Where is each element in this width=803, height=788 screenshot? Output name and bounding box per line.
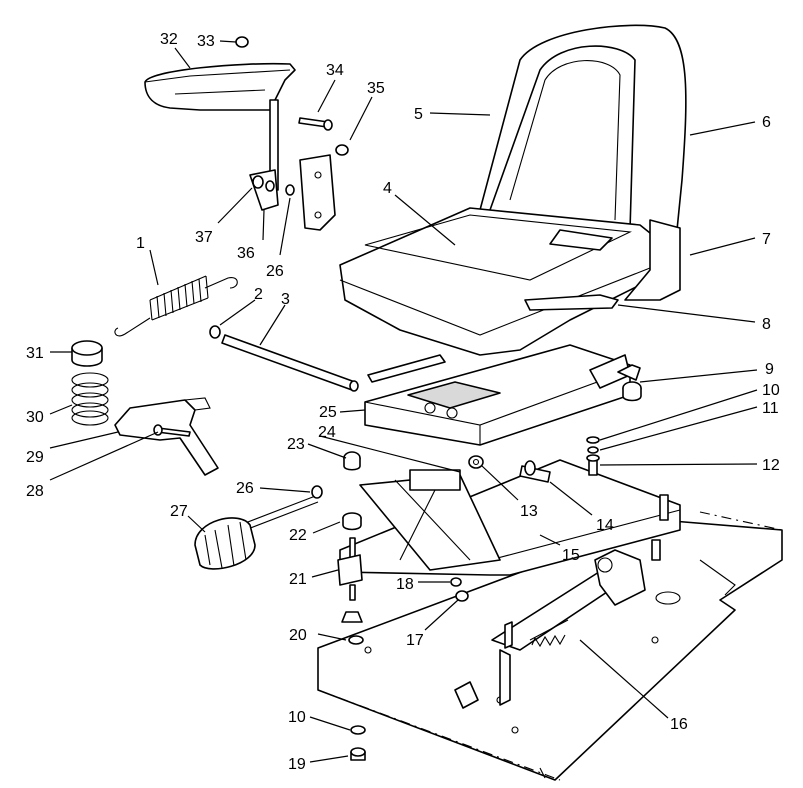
seat-side-bracket (624, 219, 681, 301)
washer-10-lower (350, 725, 366, 735)
leader-lines (49, 40, 758, 763)
base-plate (317, 511, 783, 781)
callout-29: 29 (26, 449, 44, 466)
callout-5: 5 (414, 106, 423, 123)
stud-22 (342, 512, 362, 561)
hardware-10-12 (586, 436, 600, 476)
callout-15: 15 (562, 547, 580, 564)
callout-4: 4 (383, 180, 392, 197)
callout-25: 25 (319, 404, 337, 421)
callout-1: 1 (136, 235, 145, 252)
callout-26-lower: 26 (236, 480, 254, 497)
callout-10-upper: 10 (762, 382, 780, 399)
nut-19 (350, 747, 366, 761)
callout-36: 36 (237, 245, 255, 262)
tension-spring (114, 275, 238, 337)
callout-16: 16 (670, 716, 688, 733)
bolt-34 (298, 117, 333, 131)
callout-23: 23 (287, 436, 305, 453)
callout-6: 6 (762, 114, 771, 131)
callout-34: 34 (326, 62, 344, 79)
armrest (144, 62, 296, 111)
seat-back (479, 24, 687, 271)
callout-24: 24 (318, 424, 336, 441)
nut-33 (235, 36, 249, 48)
callout-10-lower: 10 (288, 709, 306, 726)
washer-26-lower (311, 485, 323, 499)
callout-3: 3 (281, 291, 290, 308)
callout-21: 21 (289, 571, 307, 588)
callout-31: 31 (26, 345, 44, 362)
callout-11: 11 (762, 400, 779, 417)
armrest-bracket (269, 99, 336, 231)
adjust-knob (194, 494, 319, 570)
callout-8: 8 (762, 316, 771, 333)
knob-9 (617, 364, 642, 402)
callout-35: 35 (367, 80, 385, 97)
hardware-17-18 (450, 577, 469, 602)
seat-rail-assembly (491, 549, 646, 706)
bracket-29 (114, 397, 219, 476)
callout-27: 27 (170, 503, 188, 520)
callout-32: 32 (160, 31, 178, 48)
hardware-13-14 (468, 455, 551, 483)
coil-spring (71, 372, 109, 426)
callout-9: 9 (765, 361, 774, 378)
callout-12: 12 (762, 457, 780, 474)
spring-cap (71, 340, 103, 367)
callout-18: 18 (396, 576, 414, 593)
seat-cushion (339, 207, 666, 356)
bushing-20 (341, 611, 364, 645)
adjust-lever (524, 294, 619, 311)
shaft-3 (221, 334, 359, 392)
callout-22: 22 (289, 527, 307, 544)
washer-2 (209, 325, 221, 339)
callout-33: 33 (197, 33, 215, 50)
callout-19: 19 (288, 756, 306, 773)
callout-2: 2 (254, 286, 263, 303)
callout-20: 20 (289, 627, 307, 644)
callout-28: 28 (26, 483, 44, 500)
callout-13: 13 (520, 503, 538, 520)
callout-30: 30 (26, 409, 44, 426)
scissor-linkage (359, 469, 501, 571)
callout-26-upper: 26 (266, 263, 284, 280)
bracket-21 (337, 554, 363, 601)
suspension-plate (364, 344, 631, 446)
pivot-36-37 (249, 169, 295, 211)
callout-37: 37 (195, 229, 213, 246)
nut-35 (335, 144, 349, 156)
callout-7: 7 (762, 231, 771, 248)
nut-23 (343, 451, 361, 471)
callouts: 1 2 3 4 5 6 7 8 9 10 11 12 13 14 15 16 1… (26, 31, 780, 773)
callout-14: 14 (596, 517, 614, 534)
callout-17: 17 (406, 632, 424, 649)
